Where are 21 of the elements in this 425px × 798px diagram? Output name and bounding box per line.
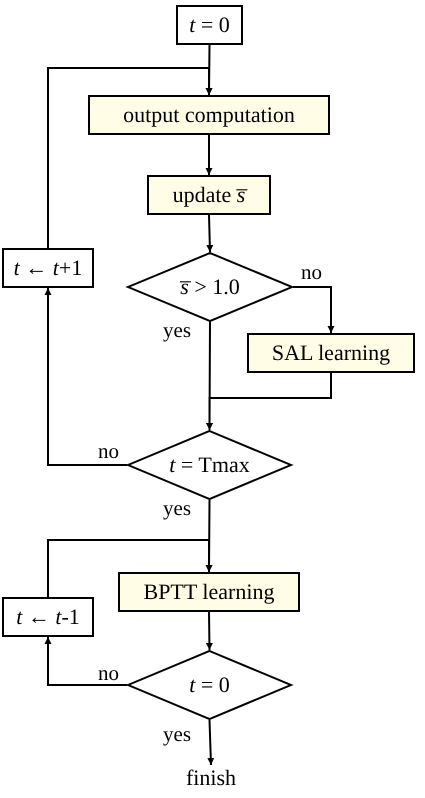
decision-label: t = 0: [189, 672, 230, 698]
process-box: BPTT learning: [118, 572, 300, 612]
arrow: [207, 720, 214, 766]
process-box: SAL learning: [247, 333, 415, 373]
process-box: output computation: [88, 95, 330, 135]
arrow: [206, 214, 214, 252]
arrow: [47, 539, 212, 597]
arrow: [206, 135, 212, 175]
decision-label: s̅ > 1.0: [180, 274, 240, 300]
arrow: [293, 286, 334, 333]
end-label: finish: [183, 765, 239, 791]
arrow: [44, 288, 127, 466]
process-box: t = 0: [176, 5, 243, 45]
process-box: t ← t+1: [2, 248, 94, 288]
arrow: [44, 637, 127, 686]
arrow: [47, 67, 212, 248]
process-box: t ← t-1: [2, 597, 94, 637]
arrow: [206, 612, 213, 650]
decision-label: t = Tmax: [169, 452, 250, 478]
process-box: update s̅: [147, 175, 271, 215]
arrow: [206, 373, 332, 430]
